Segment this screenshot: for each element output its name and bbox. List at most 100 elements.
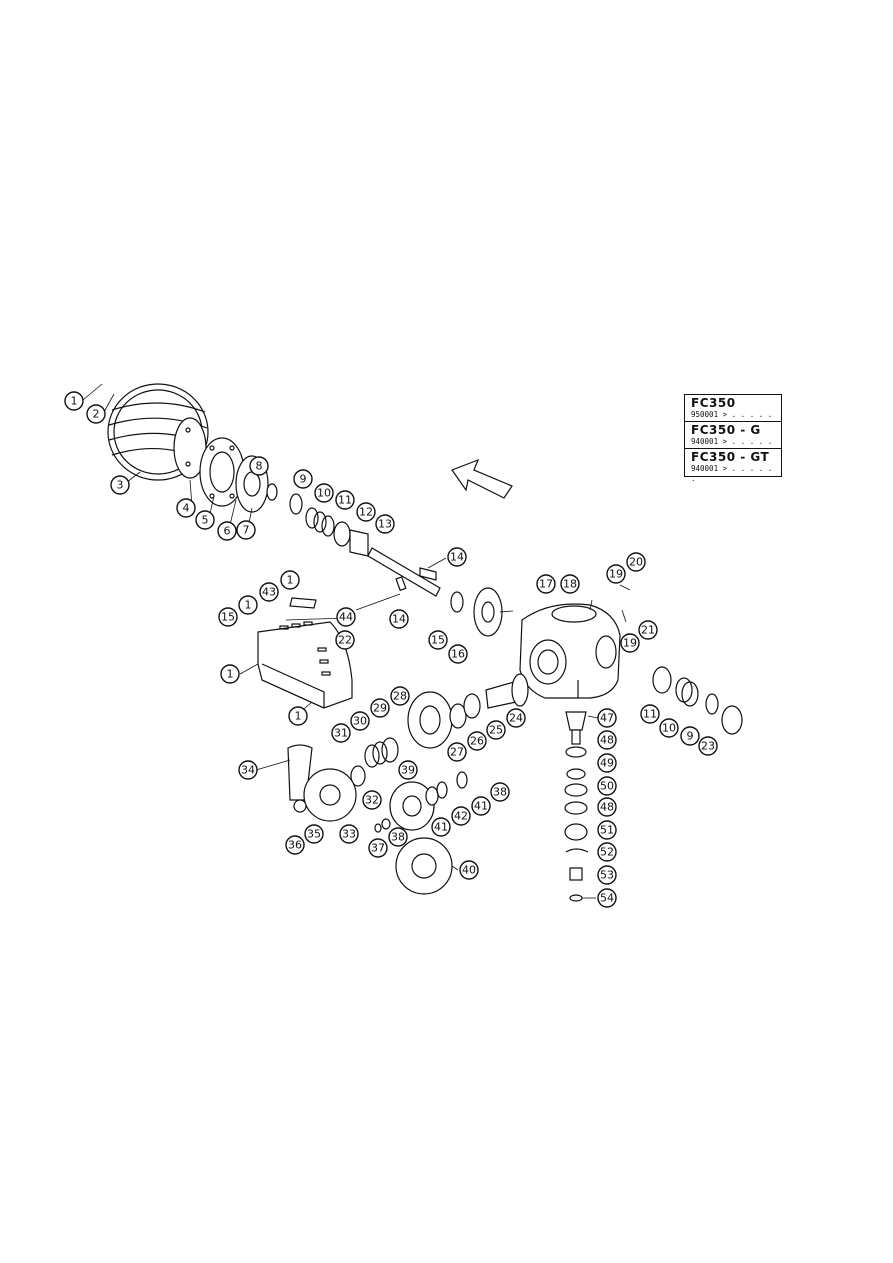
callout-37: 37: [368, 838, 388, 858]
svg-text:1: 1: [295, 710, 302, 723]
svg-text:44: 44: [339, 611, 353, 624]
svg-text:18: 18: [563, 578, 577, 591]
model-serial: 940001 > . . . . . .: [691, 437, 773, 456]
svg-text:41: 41: [474, 800, 488, 813]
svg-text:30: 30: [353, 715, 367, 728]
pulleys-part: [287, 744, 468, 895]
callout-27: 27: [447, 742, 467, 762]
svg-text:25: 25: [489, 724, 503, 737]
callout-41a: 41: [471, 796, 491, 816]
svg-text:10: 10: [317, 487, 331, 500]
svg-text:9: 9: [687, 730, 694, 743]
callout-18: 18: [560, 574, 580, 594]
drum-part: [107, 383, 209, 481]
svg-text:7: 7: [243, 524, 250, 537]
callout-34: 34: [238, 760, 258, 780]
svg-text:51: 51: [600, 824, 614, 837]
callout-9b: 9: [680, 726, 700, 746]
callout-30a: 30: [350, 711, 370, 731]
svg-text:1: 1: [245, 599, 252, 612]
svg-text:5: 5: [202, 514, 209, 527]
callout-38b: 38: [388, 827, 408, 847]
callout-33: 33: [339, 824, 359, 844]
callout-10: 10: [314, 483, 334, 503]
svg-text:40: 40: [462, 864, 476, 877]
svg-text:28: 28: [393, 690, 407, 703]
vertical-shaft-stack: [564, 711, 589, 902]
svg-text:13: 13: [378, 518, 392, 531]
bracket-plate-part: [257, 597, 353, 709]
callout-labels: 1 2 3 4 5 6 7 8 9 10 11 12 13 14 14 1 43…: [64, 391, 718, 908]
model-serial: 950001 > . . . . . .: [691, 410, 773, 429]
callout-41b: 41: [431, 817, 451, 837]
svg-text:19: 19: [623, 637, 637, 650]
svg-text:49: 49: [600, 757, 614, 770]
callout-8: 8: [249, 456, 269, 476]
callout-40: 40: [459, 860, 479, 880]
svg-text:11: 11: [643, 708, 657, 721]
callout-39: 39: [398, 760, 418, 780]
callout-4: 4: [176, 498, 196, 518]
callout-28: 28: [390, 686, 410, 706]
model-name: FC350: [691, 396, 736, 410]
svg-text:48: 48: [600, 801, 614, 814]
callout-16: 16: [448, 644, 468, 664]
callout-42: 42: [451, 806, 471, 826]
callout-5: 5: [195, 510, 215, 530]
callout-17: 17: [536, 574, 556, 594]
svg-text:26: 26: [470, 735, 484, 748]
svg-text:9: 9: [300, 473, 307, 486]
callout-1c: 1: [238, 595, 258, 615]
svg-text:3: 3: [117, 479, 124, 492]
callout-24: 24: [506, 708, 526, 728]
direction-arrow: [451, 458, 513, 499]
svg-text:27: 27: [450, 746, 464, 759]
svg-text:24: 24: [509, 712, 523, 725]
callout-3: 3: [110, 475, 130, 495]
callout-11: 11: [335, 490, 355, 510]
callout-26: 26: [467, 731, 487, 751]
svg-text:32: 32: [365, 794, 379, 807]
svg-text:10: 10: [662, 722, 676, 735]
svg-text:41: 41: [434, 821, 448, 834]
svg-text:4: 4: [183, 502, 190, 515]
svg-text:19: 19: [609, 568, 623, 581]
callout-14: 14: [447, 547, 467, 567]
svg-text:17: 17: [539, 578, 553, 591]
svg-text:12: 12: [359, 506, 373, 519]
callout-53: 53: [597, 865, 617, 885]
svg-text:23: 23: [701, 740, 715, 753]
model-name: FC350 - G: [691, 423, 761, 437]
svg-text:53: 53: [600, 869, 614, 882]
callout-21: 21: [638, 620, 658, 640]
model-name: FC350 - GT: [691, 450, 770, 464]
callout-49: 49: [597, 753, 617, 773]
callout-1d: 1: [220, 664, 240, 684]
callout-20: 20: [626, 552, 646, 572]
svg-text:36: 36: [288, 839, 302, 852]
svg-text:52: 52: [600, 846, 614, 859]
callout-52: 52: [597, 842, 617, 862]
callout-35: 35: [304, 824, 324, 844]
model-table: FC350 950001 > . . . . . . FC350 - G 940…: [684, 394, 782, 483]
model-row: FC350 950001 > . . . . . .: [685, 395, 781, 429]
callout-15a: 15: [218, 607, 238, 627]
svg-text:39: 39: [401, 764, 415, 777]
callout-48b: 48: [597, 797, 617, 817]
svg-text:11: 11: [338, 494, 352, 507]
callout-14b: 14: [389, 609, 409, 629]
svg-text:1: 1: [287, 574, 294, 587]
callout-29: 29: [370, 698, 390, 718]
svg-text:1: 1: [227, 668, 234, 681]
callout-50b: 50: [597, 776, 617, 796]
svg-text:29: 29: [373, 702, 387, 715]
callout-47: 47: [597, 708, 617, 728]
callout-31a: 31: [331, 723, 351, 743]
model-row: FC350 - G 940001 > . . . . . .: [685, 422, 781, 456]
callout-32: 32: [362, 790, 382, 810]
svg-text:43: 43: [262, 586, 276, 599]
svg-text:38: 38: [391, 831, 405, 844]
callout-7: 7: [236, 520, 256, 540]
svg-text:35: 35: [307, 828, 321, 841]
